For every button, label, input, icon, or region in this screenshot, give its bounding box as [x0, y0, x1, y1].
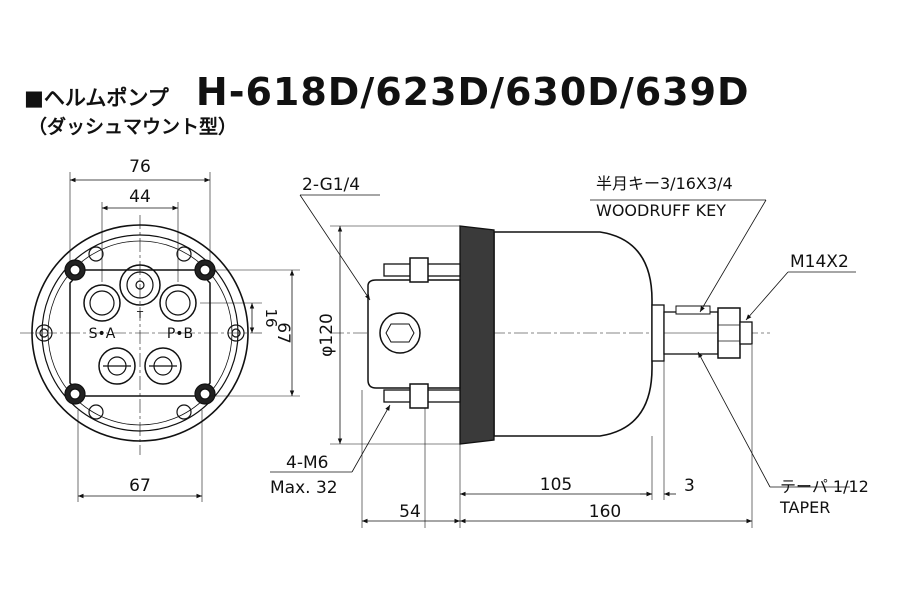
port-t	[119, 264, 161, 306]
front-outer-ring	[31, 224, 249, 442]
dim-3: 3	[684, 476, 695, 496]
label-key-jp: 半月キー3/16X3/4	[596, 174, 733, 193]
label-key-en: WOODRUFF KEY	[596, 201, 726, 220]
dim-54: 54	[399, 502, 421, 522]
dim-16: 16	[262, 308, 280, 327]
front-view-labels: 76 44 67 S•A P•B T 16 67	[89, 157, 293, 496]
label-port-thread: 2-G1/4	[302, 175, 360, 195]
port-label-sa: S•A	[89, 326, 116, 342]
dim-44: 44	[129, 187, 151, 207]
title-prefix: ■ヘルムポンプ	[24, 86, 169, 110]
port-pb	[159, 284, 197, 322]
side-view	[270, 194, 856, 528]
corner-bolts	[64, 246, 216, 420]
shaft-nut	[717, 307, 741, 359]
label-taper-jp: テーパ 1/12	[780, 477, 869, 496]
dim-76: 76	[129, 157, 151, 177]
label-mount-depth: Max. 32	[270, 478, 338, 498]
model-title: H-618D/623D/630D/639D	[195, 70, 750, 114]
port-label-t: T	[136, 310, 144, 321]
pump-body	[493, 231, 653, 437]
label-taper-en: TAPER	[779, 498, 830, 517]
side-view-labels: 2-G1/4 φ120 半月キー3/16X3/4 WOODRUFF KEY M1…	[270, 174, 869, 522]
dim-67-bottom: 67	[129, 476, 151, 496]
dim-105: 105	[540, 475, 572, 495]
label-diameter: φ120	[317, 313, 337, 357]
port-sa	[83, 284, 121, 322]
front-view	[20, 172, 300, 502]
label-mount-bolt: 4-M6	[286, 453, 328, 473]
subtitle: （ダッシュマウント型）	[28, 116, 238, 138]
dim-160: 160	[589, 502, 621, 522]
title-block: ■ヘルムポンプ H-618D/623D/630D/639D	[24, 70, 750, 114]
label-shaft-thread: M14X2	[790, 252, 849, 272]
pump-flange	[459, 225, 495, 445]
port-label-pb: P•B	[167, 326, 193, 342]
dim-67-right: 67	[273, 322, 293, 344]
